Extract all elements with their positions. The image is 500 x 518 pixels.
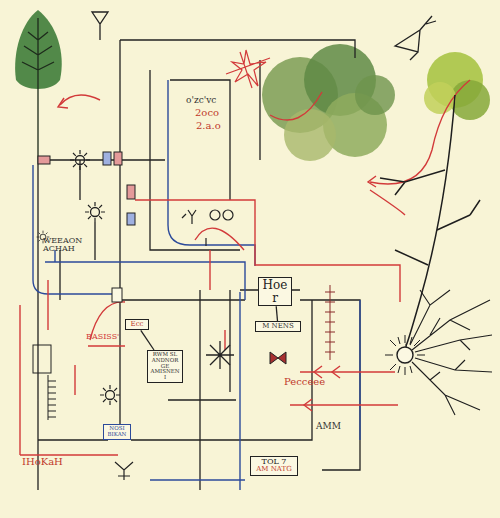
neuron	[380, 95, 492, 415]
resistor-symbol	[127, 185, 135, 199]
resistor-symbol	[114, 152, 122, 165]
note-label: BASISS'	[86, 333, 146, 341]
axon	[380, 95, 480, 347]
left-tree	[15, 10, 62, 160]
note-label: 2.a.o	[196, 121, 246, 132]
resistor-symbol	[103, 152, 111, 165]
dendrites	[410, 290, 492, 415]
red-arrowheads	[58, 98, 376, 411]
note-label: 2oco	[195, 108, 245, 119]
foliage-blob	[355, 75, 395, 115]
note-label: WEEAON ACHAH	[43, 237, 103, 254]
right-tree	[424, 52, 490, 120]
ground-symbol	[115, 462, 133, 480]
foliage-blob	[450, 80, 490, 120]
box-label: RWM SL ANDNORGE AMISNENI	[150, 352, 180, 381]
note-label: Pecceee	[284, 377, 344, 388]
blue-wires	[33, 80, 360, 490]
ladder-box	[33, 345, 51, 373]
box-label: Hoer	[261, 279, 289, 304]
box-label: NOSI BIKAN	[106, 426, 128, 438]
sun-symbol	[85, 202, 105, 222]
foliage-blob	[284, 109, 336, 161]
process-box: RWM SL ANDNORGE AMISNENI	[147, 350, 183, 383]
process-box: Ecc	[125, 319, 149, 330]
valve-symbol	[270, 352, 286, 364]
process-box: M NENS	[255, 321, 301, 332]
ring-symbol	[223, 210, 233, 220]
antenna-symbol	[92, 12, 108, 40]
connector-line	[141, 330, 154, 350]
neuron-body	[397, 347, 413, 363]
note-label: o'zc'vc	[186, 96, 246, 105]
resistor-symbol	[127, 213, 135, 225]
box-label: M NENS	[258, 323, 298, 330]
box-label: Ecc	[128, 321, 146, 328]
sun-symbol	[70, 150, 90, 170]
ring-symbol	[210, 210, 220, 220]
box-subtext: AM NATG	[253, 466, 295, 473]
star-symbol	[226, 50, 270, 88]
resistor-symbol	[38, 156, 50, 164]
sun-symbol	[100, 385, 120, 405]
tree-branches	[22, 18, 54, 160]
fork-symbol	[182, 210, 206, 246]
process-box: NOSI BIKAN	[103, 424, 131, 440]
box-label: TOL 7	[253, 458, 295, 466]
note-label: AMM	[316, 422, 356, 431]
process-box: Hoer	[258, 277, 292, 306]
red-wires	[20, 80, 470, 455]
switch-box	[112, 288, 122, 302]
ladder-symbol	[325, 285, 335, 360]
note-label: IHoKaH	[22, 457, 92, 468]
starburst-symbol	[206, 341, 234, 369]
connector-line	[276, 306, 277, 321]
antenna-symbol	[395, 16, 436, 60]
process-box: TOL 7AM NATG	[250, 456, 298, 476]
comb-symbol	[48, 375, 56, 420]
center-foliage	[262, 44, 395, 161]
foliage-blob	[424, 82, 456, 114]
